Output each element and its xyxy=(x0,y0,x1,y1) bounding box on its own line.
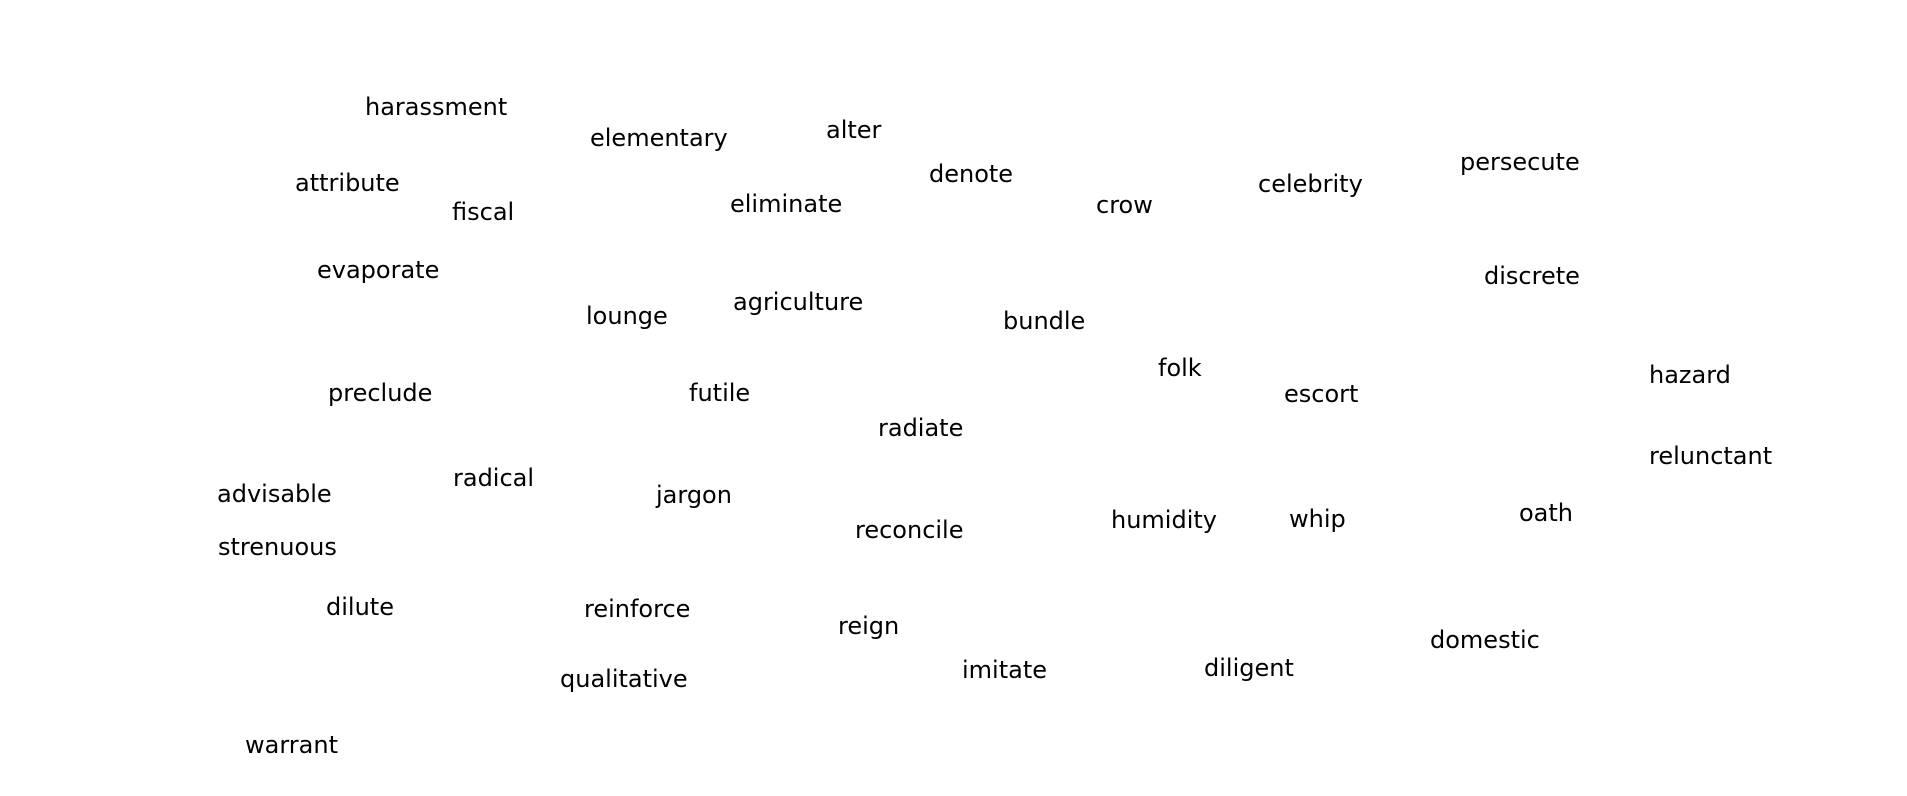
word-alter: alter xyxy=(826,116,882,144)
word-hazard: hazard xyxy=(1649,361,1731,389)
word-discrete: discrete xyxy=(1484,262,1580,290)
word-advisable: advisable xyxy=(217,480,332,508)
word-elementary: elementary xyxy=(590,124,728,152)
word-futile: futile xyxy=(689,379,751,407)
word-domestic: domestic xyxy=(1430,626,1540,654)
word-radiate: radiate xyxy=(878,414,964,442)
word-evaporate: evaporate xyxy=(317,256,440,284)
word-agriculture: agriculture xyxy=(733,288,864,316)
word-persecute: persecute xyxy=(1460,148,1580,176)
word-celebrity: celebrity xyxy=(1258,170,1363,198)
word-humidity: humidity xyxy=(1111,506,1217,534)
word-diligent: diligent xyxy=(1204,654,1294,682)
word-preclude: preclude xyxy=(328,379,433,407)
word-relunctant: relunctant xyxy=(1649,442,1773,470)
word-whip: whip xyxy=(1289,505,1346,533)
word-bundle: bundle xyxy=(1003,307,1086,335)
word-lounge: lounge xyxy=(586,302,668,330)
word-attribute: attribute xyxy=(295,169,400,197)
word-warrant: warrant xyxy=(245,731,338,759)
word-radical: radical xyxy=(453,464,535,492)
word-harassment: harassment xyxy=(365,93,508,121)
word-dilute: dilute xyxy=(326,593,394,621)
word-imitate: imitate xyxy=(962,656,1048,684)
word-denote: denote xyxy=(929,160,1014,188)
word-eliminate: eliminate xyxy=(730,190,843,218)
word-qualitative: qualitative xyxy=(560,665,688,693)
word-reinforce: reinforce xyxy=(584,595,691,623)
word-crow: crow xyxy=(1096,191,1153,219)
word-fiscal: fiscal xyxy=(452,198,515,226)
word-jargon: jargon xyxy=(656,481,732,509)
word-reign: reign xyxy=(838,612,900,640)
word-folk: folk xyxy=(1158,354,1202,382)
word-strenuous: strenuous xyxy=(218,533,337,561)
word-oath: oath xyxy=(1519,499,1574,527)
word-escort: escort xyxy=(1284,380,1359,408)
word-reconcile: reconcile xyxy=(855,516,964,544)
